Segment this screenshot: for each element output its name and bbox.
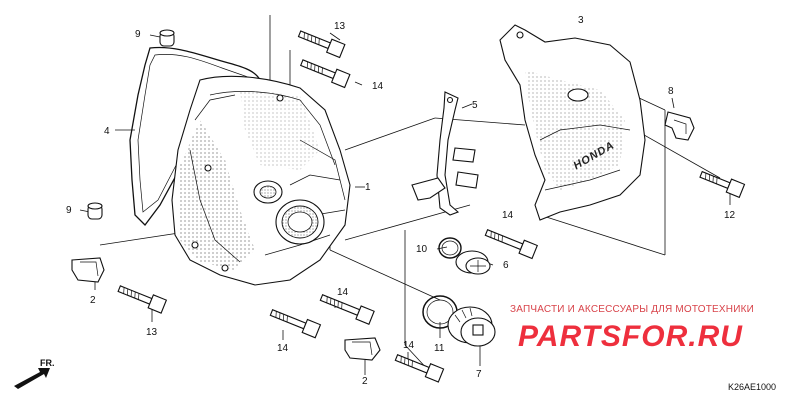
callout-2-left: 2 bbox=[90, 295, 96, 306]
bolt-13-lower bbox=[117, 285, 168, 314]
bolt-14-mid bbox=[319, 294, 375, 325]
callout-2-right: 2 bbox=[362, 376, 368, 387]
callout-10: 10 bbox=[416, 244, 428, 255]
bolt-12 bbox=[699, 170, 746, 199]
callout-14-lower: 14 bbox=[277, 343, 289, 354]
watermark: ЗАПЧАСТИ И АКСЕССУАРЫ ДЛЯ МОТОТЕХНИКИ PA… bbox=[510, 304, 754, 353]
cap-7 bbox=[447, 306, 496, 347]
callout-14-right: 14 bbox=[502, 210, 514, 221]
callout-8: 8 bbox=[668, 86, 674, 97]
bolt-14-bottom bbox=[394, 354, 445, 383]
direction-label: FR. bbox=[40, 358, 55, 368]
bracket-5 bbox=[411, 91, 479, 216]
callout-9-lower: 9 bbox=[66, 205, 72, 216]
callout-14-bottom: 14 bbox=[403, 340, 415, 351]
cap-6 bbox=[455, 250, 491, 275]
clip-2-left bbox=[71, 257, 105, 283]
watermark-caption: ЗАПЧАСТИ И АКСЕССУАРЫ ДЛЯ МОТОТЕХНИКИ bbox=[510, 304, 754, 315]
callout-1: 1 bbox=[365, 182, 371, 193]
callout-numbers: 1 2 2 3 4 5 6 7 8 9 9 10 11 12 13 13 14 … bbox=[66, 15, 736, 387]
callout-14-mid: 14 bbox=[337, 287, 349, 298]
callout-13-top: 13 bbox=[334, 21, 346, 32]
watermark-logo: PARTSFOR.RU bbox=[518, 320, 743, 353]
side-cover-3: HONDA bbox=[499, 24, 646, 221]
bolt-13-top bbox=[297, 30, 346, 59]
clip-8 bbox=[664, 111, 695, 141]
callout-6: 6 bbox=[503, 260, 509, 271]
gasket-4 bbox=[129, 46, 279, 226]
crankcase-cover-1 bbox=[171, 75, 351, 286]
dowel-pin-9-top bbox=[159, 29, 175, 47]
dowel-pin-9-lower bbox=[87, 202, 103, 220]
arrow-forward-icon bbox=[14, 368, 50, 389]
callout-12: 12 bbox=[724, 210, 736, 221]
callout-14-top: 14 bbox=[372, 81, 384, 92]
callout-7: 7 bbox=[476, 369, 482, 380]
clip-2-right bbox=[344, 337, 381, 361]
o-ring-10 bbox=[438, 237, 462, 259]
callout-11: 11 bbox=[434, 343, 445, 354]
direction-marker: FR. bbox=[14, 358, 55, 389]
callout-5: 5 bbox=[472, 100, 478, 111]
callout-4: 4 bbox=[104, 126, 110, 137]
bolt-14-right bbox=[484, 229, 539, 260]
bolt-14-lower bbox=[269, 309, 322, 339]
callout-13-lower: 13 bbox=[146, 327, 158, 338]
callout-3: 3 bbox=[578, 15, 584, 26]
callout-9-top: 9 bbox=[135, 29, 141, 40]
diagram-code: K26AE1000 bbox=[728, 382, 776, 392]
bolt-14-top bbox=[299, 59, 351, 89]
